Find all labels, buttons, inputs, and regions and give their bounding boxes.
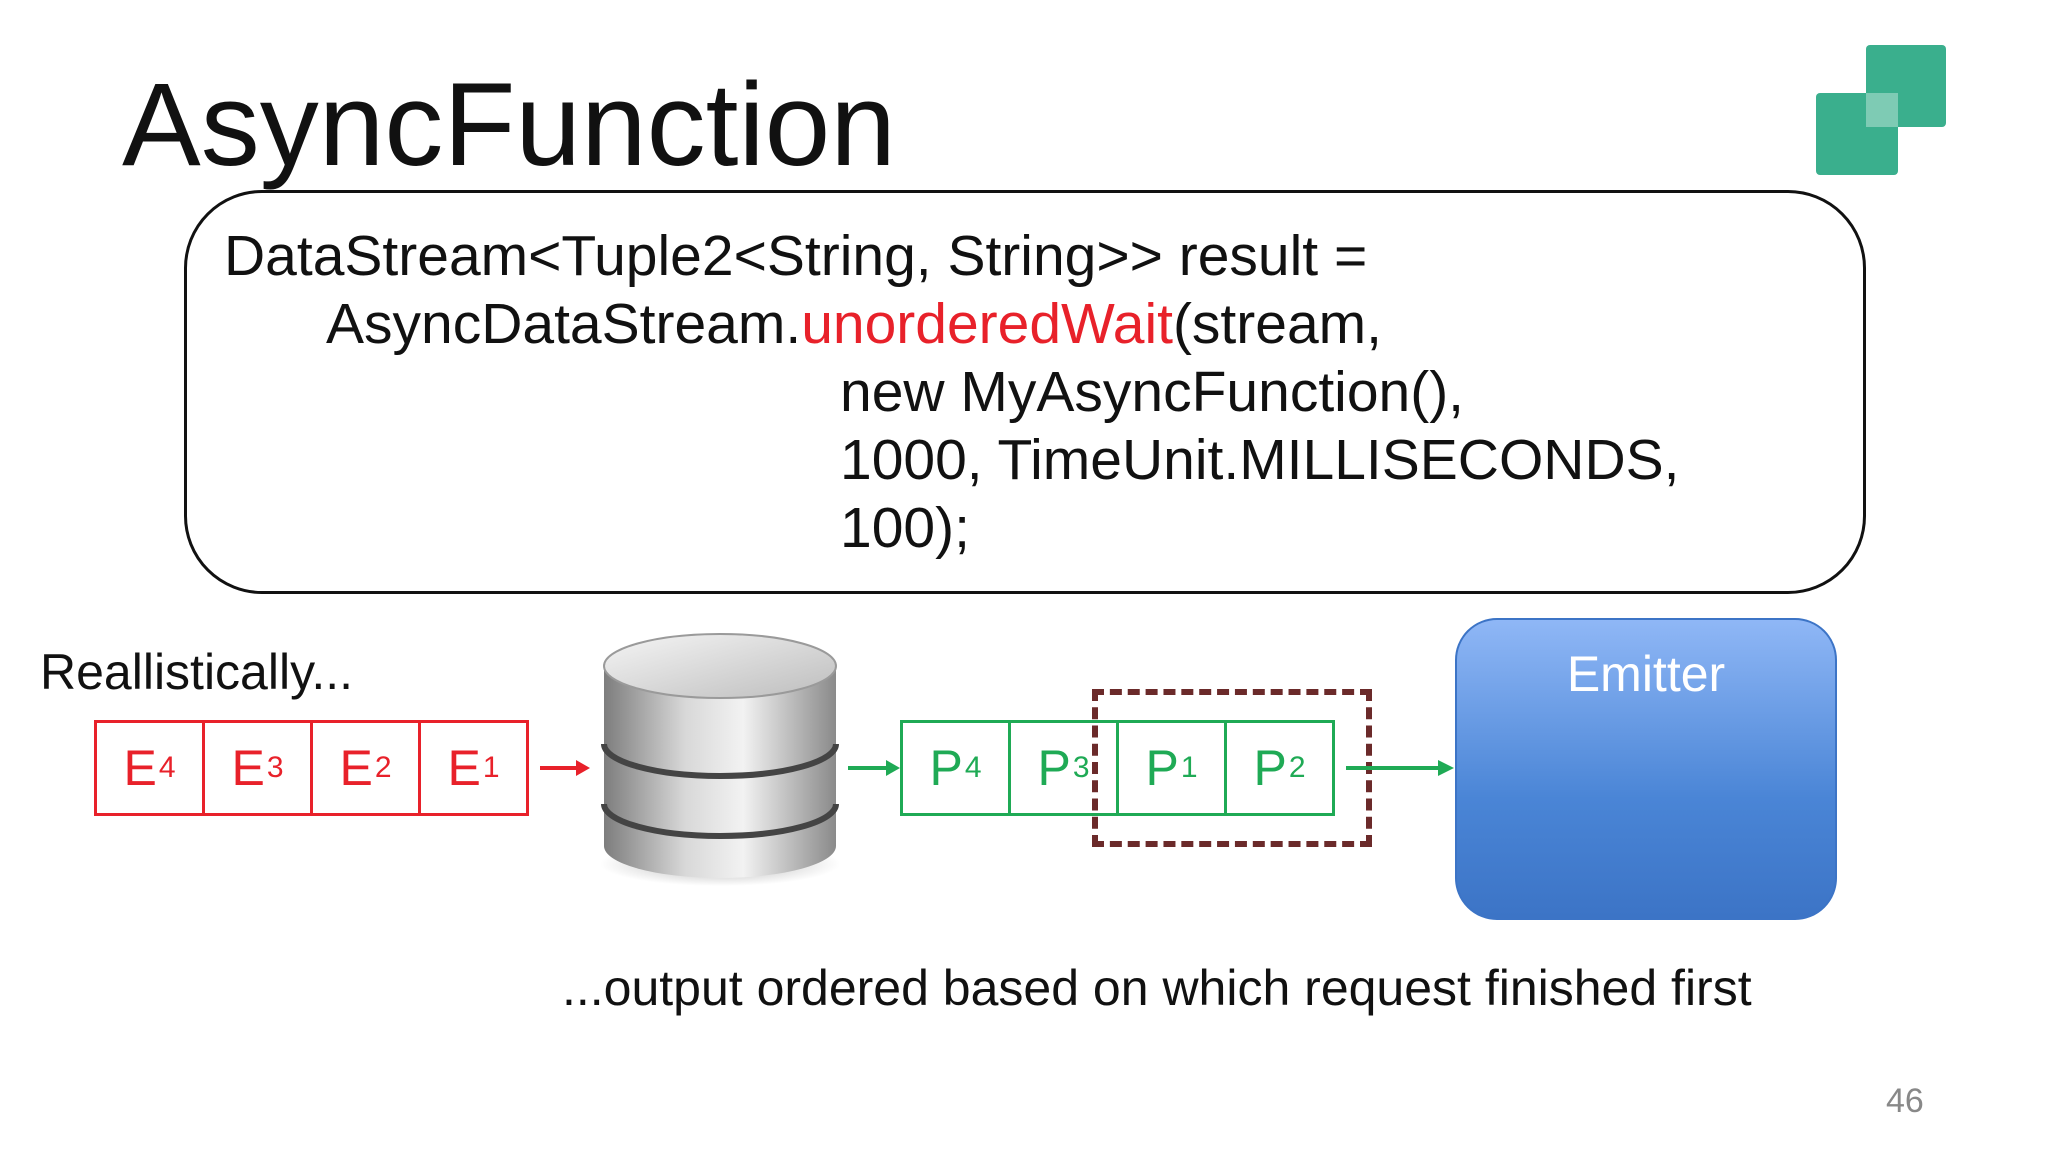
emitter-label: Emitter — [1566, 646, 1726, 702]
code-line-2: AsyncDataStream.unorderedWait(stream, — [326, 290, 1382, 358]
code-box — [184, 190, 1866, 594]
code-line-3: new MyAsyncFunction(), — [840, 360, 1465, 424]
db-to-output-arrow-icon — [848, 760, 900, 776]
caption: ...output ordered based on which request… — [562, 960, 1752, 1016]
realistically-label: Reallistically... — [40, 644, 354, 700]
logo-icon — [1816, 45, 1946, 175]
code-line-2-suffix: (stream, — [1172, 292, 1382, 356]
code-highlight: unorderedWait — [801, 292, 1173, 356]
code-line-5: 100); — [840, 496, 970, 560]
slide-title: AsyncFunction — [122, 59, 896, 191]
database-icon — [600, 633, 840, 886]
completed-window-outline — [1092, 689, 1372, 847]
emitter-box — [1455, 618, 1837, 920]
output-to-emitter-arrow-icon — [1346, 760, 1454, 776]
code-line-1: DataStream<Tuple2<String, String>> resul… — [224, 224, 1368, 288]
code-line-2-prefix: AsyncDataStream. — [326, 292, 802, 356]
page-number: 46 — [1886, 1082, 1924, 1120]
code-line-4: 1000, TimeUnit.MILLISECONDS, — [840, 428, 1680, 492]
input-arrow-icon — [540, 760, 590, 776]
